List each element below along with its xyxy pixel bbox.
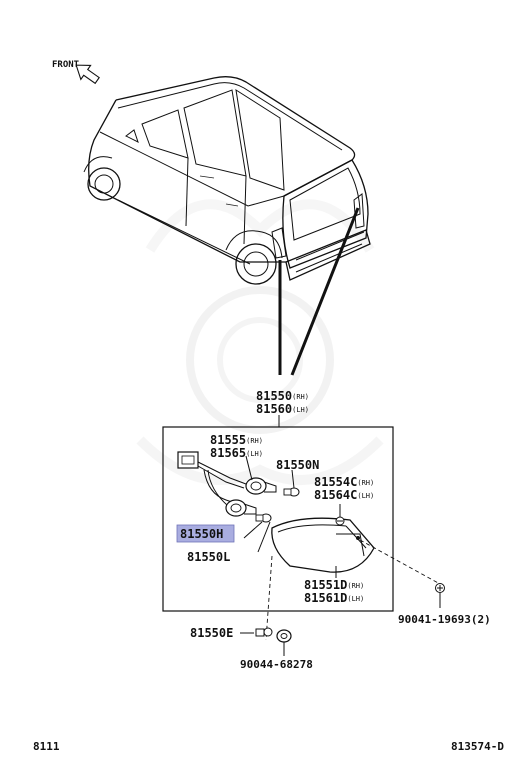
bulb-e-dashed-leader: [265, 555, 273, 641]
exploded-view-frame: [162, 426, 394, 612]
lens-label-lh[interactable]: 81561D(LH): [304, 591, 364, 605]
screw-dashed-leader: [359, 539, 441, 585]
highlight-box: [176, 524, 235, 543]
bulb-n-leader: [291, 469, 295, 489]
socket-icon: [225, 477, 277, 517]
footer-right-code: 813574-D: [451, 740, 504, 753]
bulb-l-leader: [257, 521, 271, 553]
gasket-label-rh[interactable]: 81554C(RH): [314, 475, 374, 489]
bulb-e-icon: [255, 627, 273, 637]
watermark-emblem: [136, 199, 384, 485]
socket-wire-label-lh[interactable]: 81565(LH): [210, 446, 263, 460]
gasket-icon: [335, 516, 345, 526]
socket-leader: [245, 455, 253, 481]
socket-wire-label-rh[interactable]: 81555(RH): [210, 433, 263, 447]
bulb-h-label[interactable]: 81550H: [180, 527, 223, 541]
clip-icon: [276, 629, 292, 643]
front-arrow-icon: [75, 64, 100, 85]
wire-harness: [197, 461, 247, 511]
connector-icon: [177, 451, 199, 469]
lens-label-rh[interactable]: 81551D(RH): [304, 578, 364, 592]
leader-lamp-lh: [290, 207, 360, 376]
bulb-h-icon: [255, 513, 272, 523]
bulb-e-label[interactable]: 81550E: [190, 626, 233, 640]
bulb-l-label[interactable]: 81550L: [187, 550, 230, 564]
clip-label[interactable]: 90044-68278: [240, 658, 313, 671]
screw-label[interactable]: 90041-19693(2): [398, 613, 491, 626]
vehicle-icon: [83, 76, 371, 285]
footer-left-code: 8111: [33, 740, 60, 753]
assembly-label-rh: 81550(RH): [256, 389, 309, 403]
assembly-label-lh: 81560(LH): [256, 402, 309, 416]
screw-icon: [435, 583, 445, 608]
bulb-h-leader: [243, 521, 263, 539]
front-label: FRONT: [52, 60, 80, 70]
lens-icon: [271, 517, 375, 573]
bulb-n-label[interactable]: 81550N: [276, 458, 319, 472]
bulb-n-icon: [283, 487, 300, 497]
gasket-label-lh[interactable]: 81564C(LH): [314, 488, 374, 502]
